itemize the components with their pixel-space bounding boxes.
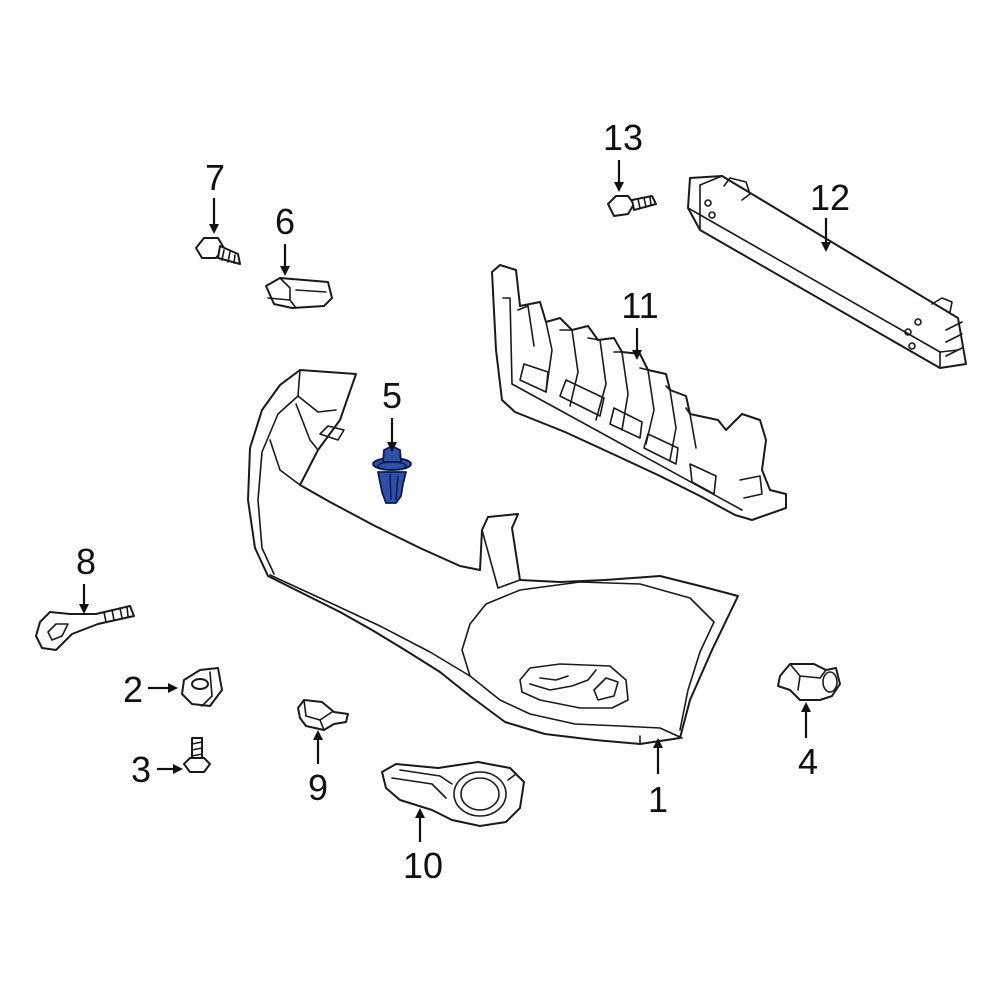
part-9-bracket[interactable]: [297, 699, 349, 731]
leader-arrow-7: [209, 198, 219, 234]
leader-arrow-6: [280, 244, 290, 276]
callout-5: 5: [382, 375, 402, 416]
callout-8: 8: [76, 541, 96, 582]
callout-4: 4: [798, 741, 818, 782]
leader-arrow-12: [821, 218, 831, 252]
leader-arrow-4: [801, 702, 811, 738]
callout-3: 3: [131, 749, 151, 790]
callout-6: 6: [275, 201, 295, 242]
leader-arrow-1: [653, 738, 663, 774]
callout-10: 10: [403, 845, 443, 886]
part-8-tow-hook[interactable]: [35, 605, 135, 651]
part-5-retainer-clip[interactable]: [372, 445, 412, 504]
leader-arrow-13: [614, 160, 624, 192]
part-10-fog-lamp-bezel[interactable]: [381, 761, 525, 827]
part-4-clip[interactable]: [777, 663, 841, 701]
part-6-bracket[interactable]: [265, 277, 333, 309]
callout-arrows: [79, 160, 831, 842]
part-3-bolt[interactable]: [183, 737, 211, 773]
part-7-bolt[interactable]: [195, 237, 241, 265]
callout-9: 9: [308, 767, 328, 808]
leader-arrow-8: [79, 584, 89, 614]
callout-7: 7: [205, 157, 225, 198]
leader-arrow-9: [313, 730, 323, 764]
leader-arrow-11: [632, 328, 642, 360]
callout-2: 2: [123, 669, 143, 710]
part-1-bumper-cover[interactable]: [247, 369, 739, 745]
leader-arrow-5: [387, 418, 397, 452]
part-12-bumper-reinforcement[interactable]: [687, 175, 967, 369]
callout-1: 1: [648, 779, 668, 820]
leader-arrow-2: [148, 683, 178, 693]
part-2-nut[interactable]: [181, 667, 223, 707]
callout-11: 11: [621, 285, 658, 326]
leader-arrow-3: [157, 764, 183, 774]
part-13-bolt[interactable]: [607, 195, 657, 217]
part-11-energy-absorber[interactable]: [491, 264, 787, 521]
leader-arrow-10: [415, 808, 425, 842]
callout-12: 12: [810, 177, 850, 218]
callout-13: 13: [603, 117, 643, 158]
